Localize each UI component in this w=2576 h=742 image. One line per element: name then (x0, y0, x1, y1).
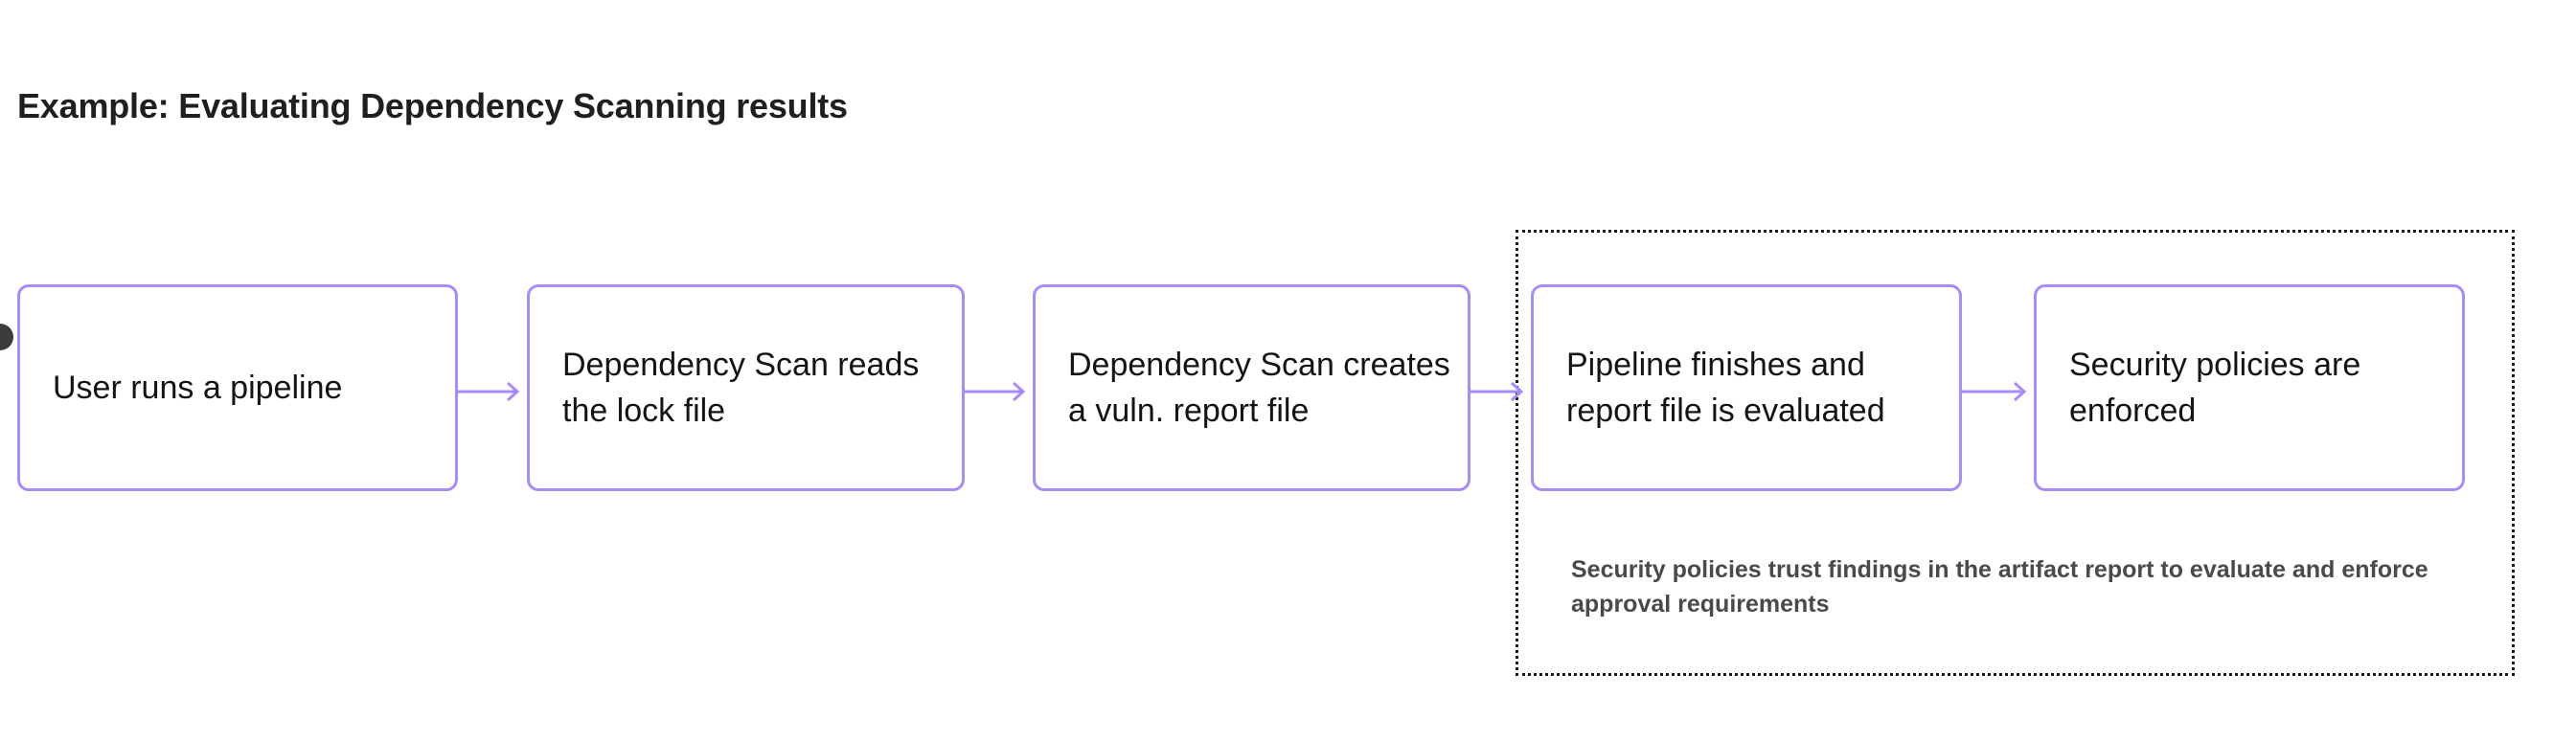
arrow-right-icon (458, 379, 527, 404)
flow-node-security-policies-enforced[interactable]: Security policies are enforced (2034, 284, 2465, 491)
arrow-right-icon (965, 379, 1033, 404)
flow-node-dependency-scan-reads-lock-file[interactable]: Dependency Scan reads the lock file (527, 284, 965, 491)
flow-node-label: Pipeline finishes and report file is eva… (1566, 346, 1885, 429)
flow-node-dependency-scan-creates-report[interactable]: Dependency Scan creates a vuln. report f… (1033, 284, 1470, 491)
flow-node-label: Dependency Scan creates a vuln. report f… (1068, 346, 1450, 429)
flow-node-pipeline-finishes-report-evaluated[interactable]: Pipeline finishes and report file is eva… (1531, 284, 1962, 491)
security-policy-group-container (1516, 230, 2515, 676)
page-title: Example: Evaluating Dependency Scanning … (17, 86, 848, 125)
flow-node-label: Security policies are enforced (2069, 346, 2361, 429)
flow-node-label: Dependency Scan reads the lock file (562, 346, 920, 429)
arrow-right-icon (1962, 379, 2034, 404)
group-caption: Security policies trust findings in the … (1571, 556, 2428, 618)
arrow-right-icon (1470, 379, 1531, 404)
flow-node-user-runs-pipeline[interactable]: User runs a pipeline (17, 284, 458, 491)
flow-node-label: User runs a pipeline (53, 369, 343, 406)
incoming-connector-dot-icon (0, 324, 13, 350)
